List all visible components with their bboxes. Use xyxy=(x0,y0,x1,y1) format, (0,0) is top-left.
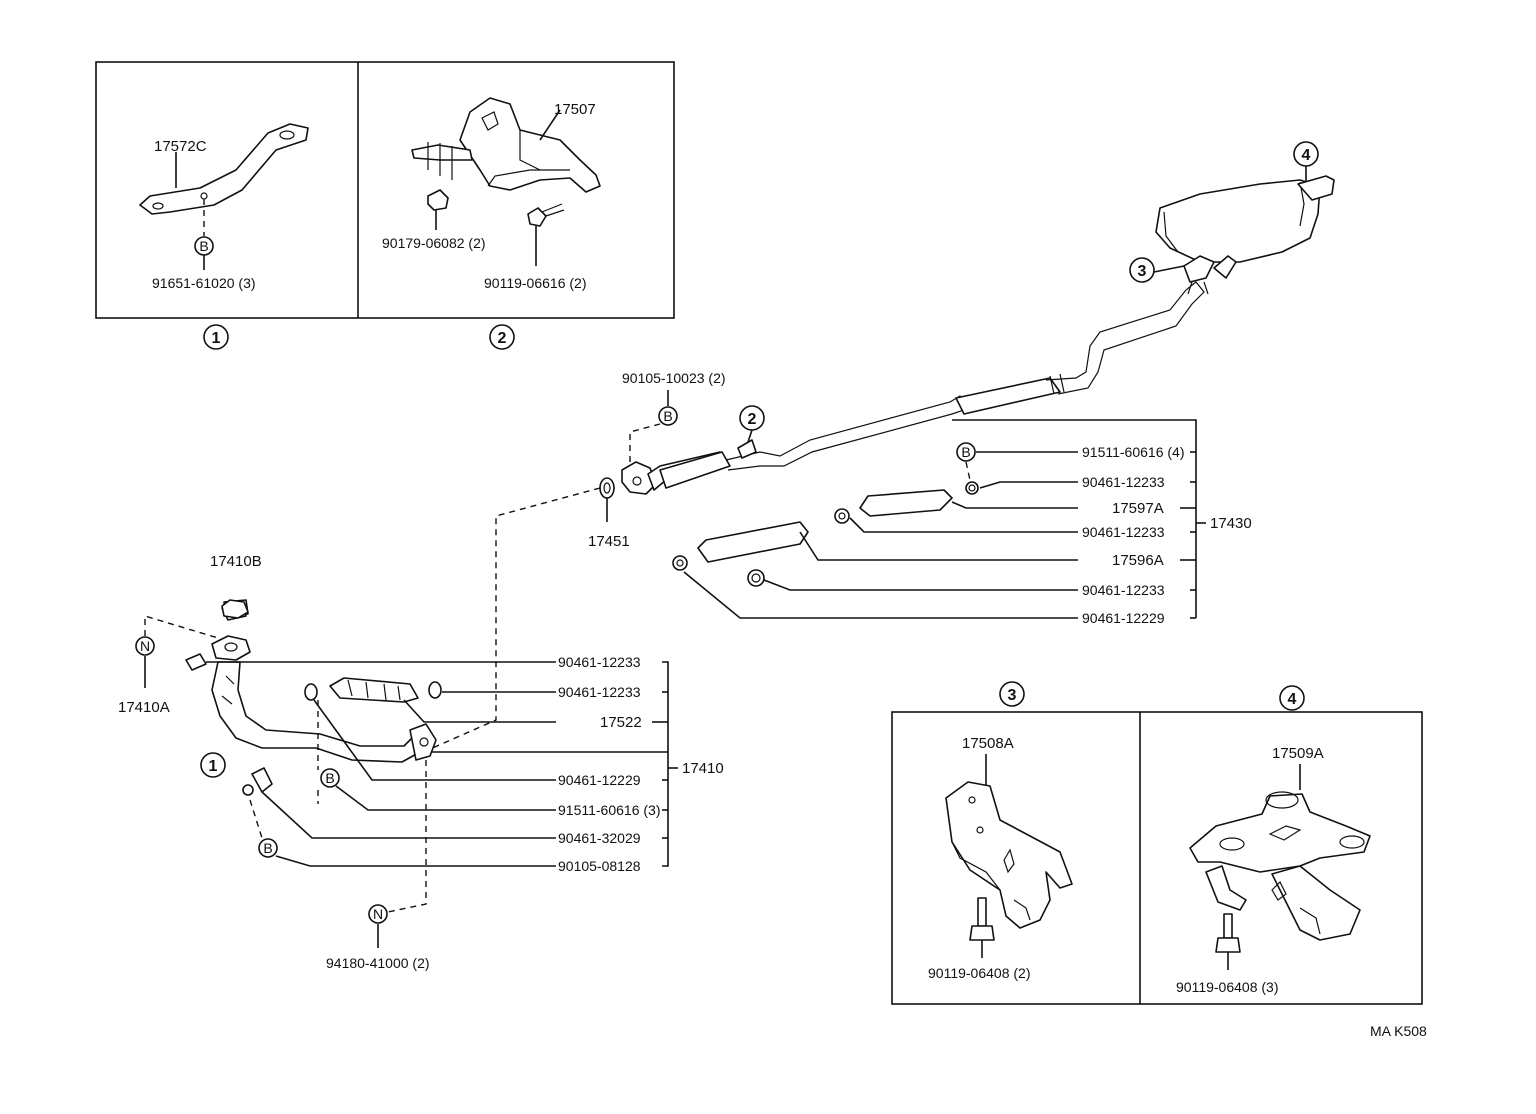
diagram-code: MA K508 xyxy=(1370,1023,1427,1039)
label-91511-60616-4: 91511-60616 (4) xyxy=(1082,444,1184,460)
label-90119-06616: 90119-06616 (2) xyxy=(484,275,586,291)
tag-b-90105-08128: B xyxy=(258,838,278,858)
label-17451: 17451 xyxy=(588,533,630,550)
label-90461-12229-front: 90461-12229 xyxy=(558,772,641,788)
inset-1: 17572C B 91651-61020 (3) xyxy=(139,123,309,291)
inset-3: 17508A 90119-06408 (2) xyxy=(928,735,1073,981)
label-17507: 17507 xyxy=(554,101,596,118)
inset-2: 17507 90179-06082 (2) 90119-06616 (2) xyxy=(382,97,601,291)
group-17430-tag-b: B xyxy=(956,442,976,462)
svg-text:3: 3 xyxy=(1008,687,1017,704)
label-90461-32029: 90461-32029 xyxy=(558,830,641,846)
label-90461-12233-front-a: 90461-12233 xyxy=(558,654,641,670)
inset-caption-3: 3 xyxy=(999,681,1025,707)
label-17410a: 17410A xyxy=(118,699,170,716)
inset-4: 17509A 90119-06408 (3) xyxy=(1176,745,1371,995)
ref-circle-4: 4 xyxy=(1293,141,1319,167)
ref-circle-2: 2 xyxy=(739,405,765,431)
exhaust-pipe-17430-illustration xyxy=(621,175,1335,495)
label-90119-06408-3: 90119-06408 (3) xyxy=(1176,979,1278,995)
label-90461-12229: 90461-12229 xyxy=(1082,610,1165,626)
dash-leader-n-front xyxy=(144,615,219,639)
svg-text:N: N xyxy=(140,638,150,654)
label-90119-06408-2: 90119-06408 (2) xyxy=(928,965,1030,981)
leader-17507 xyxy=(539,109,561,141)
bolt-17509a-illustration xyxy=(1215,913,1241,953)
svg-text:B: B xyxy=(199,238,208,254)
leader-ref-2 xyxy=(747,429,753,443)
gasket-17410b-illustration xyxy=(221,599,249,619)
hanger-17507-illustration xyxy=(411,97,601,193)
label-17410b: 17410B xyxy=(210,553,262,570)
label-90461-12233-b: 90461-12233 xyxy=(1082,524,1165,540)
label-90105-08128: 90105-08128 xyxy=(558,858,641,874)
tag-b-91511-3: B xyxy=(320,768,340,788)
label-17430: 17430 xyxy=(1210,515,1252,532)
label-17522: 17522 xyxy=(600,714,642,731)
label-17410: 17410 xyxy=(682,760,724,777)
group-17430-labels: 91511-60616 (4) 90461-12233 17597A 90461… xyxy=(1082,444,1252,626)
hanger-17509a-illustration xyxy=(1189,791,1371,941)
bolt-90119-06616-illustration xyxy=(527,203,565,227)
svg-text:N: N xyxy=(373,906,383,922)
svg-text:2: 2 xyxy=(748,411,757,428)
leader-ref-3 xyxy=(1153,265,1185,273)
label-90105-10023: 90105-10023 (2) xyxy=(622,370,726,386)
svg-text:4: 4 xyxy=(1288,691,1297,708)
dash-leader-17451-to-front xyxy=(427,487,601,751)
svg-text:B: B xyxy=(263,840,272,856)
inset-box-3-4 xyxy=(891,711,1423,1005)
tag-n-nut: N xyxy=(368,904,388,924)
label-90179-06082: 90179-06082 (2) xyxy=(382,235,486,251)
gasket-17451-illustration xyxy=(599,477,615,499)
label-94180-41000: 94180-41000 (2) xyxy=(326,955,430,971)
tag-n-front: N xyxy=(135,636,155,656)
svg-text:B: B xyxy=(325,770,334,786)
inset-caption-4: 4 xyxy=(1279,685,1305,711)
nut-90179-illustration xyxy=(427,189,449,211)
svg-text:4: 4 xyxy=(1302,147,1311,164)
group-17410-labels: 90461-12233 90461-12233 17522 90461-1222… xyxy=(558,654,724,874)
tag-b-inset1: B xyxy=(194,236,214,256)
hanger-17508a-illustration xyxy=(945,781,1073,929)
label-17508a: 17508A xyxy=(962,735,1014,752)
label-90461-12233-front-b: 90461-12233 xyxy=(558,684,641,700)
dash-leader-b-90105 xyxy=(249,799,263,839)
svg-text:B: B xyxy=(961,444,970,460)
svg-text:1: 1 xyxy=(212,330,221,347)
label-91511-60616-3: 91511-60616 (3) xyxy=(558,802,660,818)
svg-text:B: B xyxy=(663,408,672,424)
label-90461-12233-a: 90461-12233 xyxy=(1082,474,1165,490)
dash-leader-n-nut xyxy=(387,760,427,913)
tag-b-center: B xyxy=(658,406,678,426)
dash-leader-center-b xyxy=(629,423,661,466)
svg-text:2: 2 xyxy=(498,330,507,347)
label-17597a: 17597A xyxy=(1112,500,1164,517)
ref-circle-3: 3 xyxy=(1129,257,1155,283)
group-17430-leaders xyxy=(683,419,1206,619)
inset-caption-1: 1 xyxy=(203,324,229,350)
inset-caption-2: 2 xyxy=(489,324,515,350)
inset-box-1-2 xyxy=(95,61,675,319)
bolt-17508a-illustration xyxy=(969,897,995,941)
label-91651-61020: 91651-61020 (3) xyxy=(152,275,256,291)
group-17410-leaders xyxy=(206,661,678,867)
label-17572c: 17572C xyxy=(154,138,207,155)
bracket-17572c-illustration xyxy=(139,123,309,215)
label-17509a: 17509A xyxy=(1272,745,1324,762)
label-90461-12233-c: 90461-12233 xyxy=(1082,582,1165,598)
label-17596a: 17596A xyxy=(1112,552,1164,569)
group-17430-parts xyxy=(672,481,979,587)
dash-leader-17430-b xyxy=(965,461,971,481)
ref-circle-1-front: 1 xyxy=(200,752,226,778)
svg-text:3: 3 xyxy=(1138,263,1147,280)
svg-text:1: 1 xyxy=(209,758,218,775)
